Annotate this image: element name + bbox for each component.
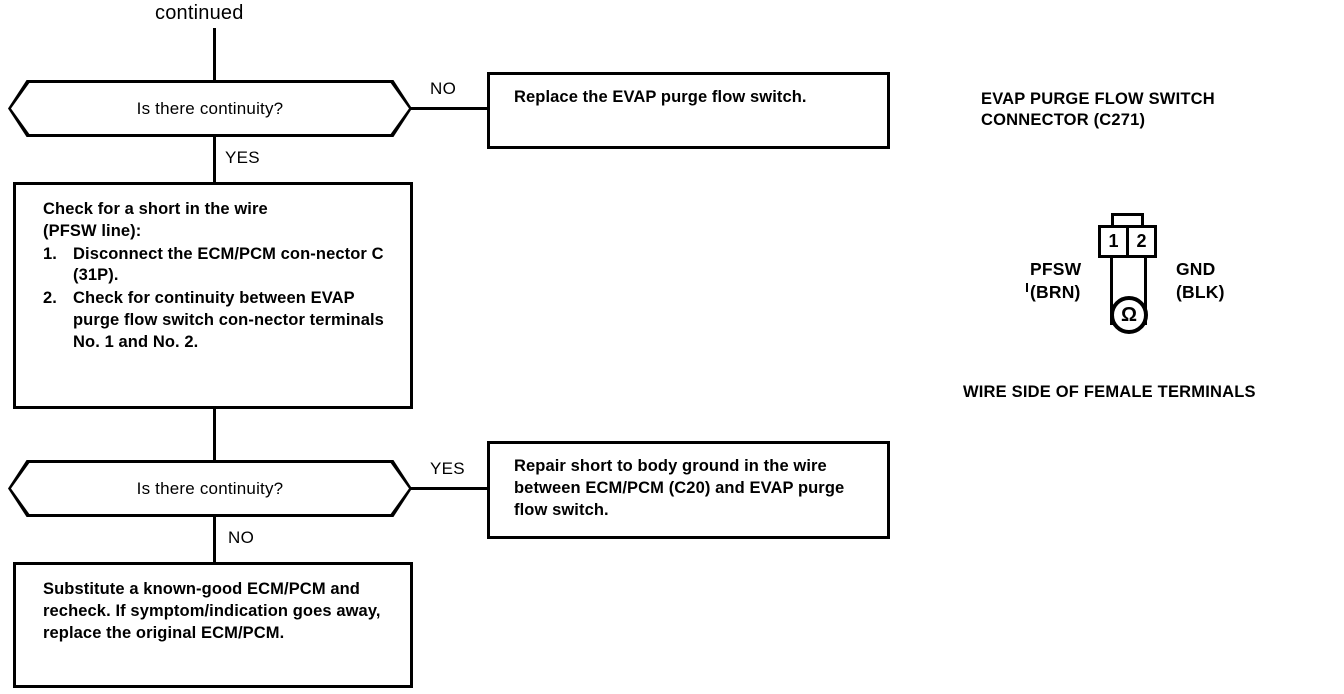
action-box-check-short: Check for a short in the wire (PFSW line… bbox=[13, 182, 413, 409]
check-heading-line-1: Check for a short in the wire bbox=[43, 200, 268, 218]
connector-label-pfsw-color: (BRN) bbox=[1030, 281, 1081, 302]
action-box-substitute-ecm: Substitute a known-good ECM/PCM and rech… bbox=[13, 562, 413, 688]
decision-label: Is there continuity? bbox=[136, 478, 284, 498]
connector-panel-title-line-2: CONNECTOR (C271) bbox=[981, 111, 1146, 130]
branch-line-yes-1 bbox=[213, 136, 216, 184]
branch-label-yes-1: YES bbox=[225, 148, 260, 167]
wire-lead-pin-1 bbox=[1110, 257, 1113, 325]
check-step-text: Disconnect the ECM/PCM con‑nector C (31P… bbox=[73, 244, 384, 285]
continued-label: continued bbox=[155, 2, 244, 24]
branch-line-yes-2 bbox=[411, 487, 489, 490]
branch-line-no-2 bbox=[213, 516, 216, 564]
decision-node-continuity-2: Is there continuity? bbox=[8, 460, 412, 517]
check-step-item: 2. Check for continuity between EVAP pur… bbox=[43, 288, 396, 353]
action-box-repair-text: Repair short to body ground in the wire … bbox=[514, 457, 845, 519]
branch-label-no-1: NO bbox=[430, 79, 457, 98]
connector-line-entry bbox=[213, 28, 216, 82]
action-box-substitute-text: Substitute a known-good ECM/PCM and rech… bbox=[43, 580, 381, 642]
check-steps-list: 1. Disconnect the ECM/PCM con‑nector C (… bbox=[43, 244, 396, 354]
decision-node-fill bbox=[11, 83, 409, 134]
connector-housing: 1 2 bbox=[1098, 225, 1157, 258]
connector-latch-tab bbox=[1111, 213, 1144, 227]
check-step-text: Check for continuity between EVAP purge … bbox=[73, 289, 384, 351]
check-step-number: 2. bbox=[43, 289, 57, 308]
connector-label-gnd-signal: GND bbox=[1176, 259, 1216, 279]
connector-panel-caption: WIRE SIDE OF FEMALE TERMINALS bbox=[963, 383, 1256, 401]
connector-pin-2: 2 bbox=[1136, 231, 1147, 251]
decision-node-continuity-1: Is there continuity? bbox=[8, 80, 412, 137]
action-box-replace-text: Replace the EVAP purge flow switch. bbox=[514, 88, 807, 106]
check-step-number: 1. bbox=[43, 244, 57, 263]
check-step-item: 1. Disconnect the ECM/PCM con‑nector C (… bbox=[43, 244, 396, 288]
check-heading-line-2: (PFSW line): bbox=[43, 221, 142, 240]
decision-node-fill bbox=[11, 463, 409, 514]
connector-panel-title: EVAP PURGE FLOW SWITCH CONNECTOR (C271) bbox=[981, 89, 1311, 131]
ohmmeter-icon: Ω bbox=[1110, 296, 1148, 334]
branch-label-no-2: NO bbox=[228, 528, 255, 547]
wire-lead-pin-2 bbox=[1144, 257, 1147, 325]
connector-label-gnd: GND (BLK) bbox=[1176, 258, 1225, 304]
action-box-repair-short: Repair short to body ground in the wire … bbox=[487, 441, 890, 539]
decision-label: Is there continuity? bbox=[136, 98, 284, 118]
action-box-replace-switch: Replace the EVAP purge flow switch. bbox=[487, 72, 890, 149]
connector-label-gnd-color: (BLK) bbox=[1176, 281, 1225, 302]
connector-pin-1: 1 bbox=[1101, 228, 1129, 255]
connector-label-pfsw-signal: PFSW bbox=[1030, 259, 1082, 279]
leader-tick-mark bbox=[1026, 283, 1028, 292]
connector-panel-title-line-1: EVAP PURGE FLOW SWITCH bbox=[981, 90, 1215, 108]
branch-line-no-1 bbox=[411, 107, 489, 110]
connector-label-pfsw: PFSW (BRN) bbox=[1030, 258, 1081, 304]
connector-line-check-to-decision2 bbox=[213, 408, 216, 464]
branch-label-yes-2: YES bbox=[430, 459, 465, 478]
